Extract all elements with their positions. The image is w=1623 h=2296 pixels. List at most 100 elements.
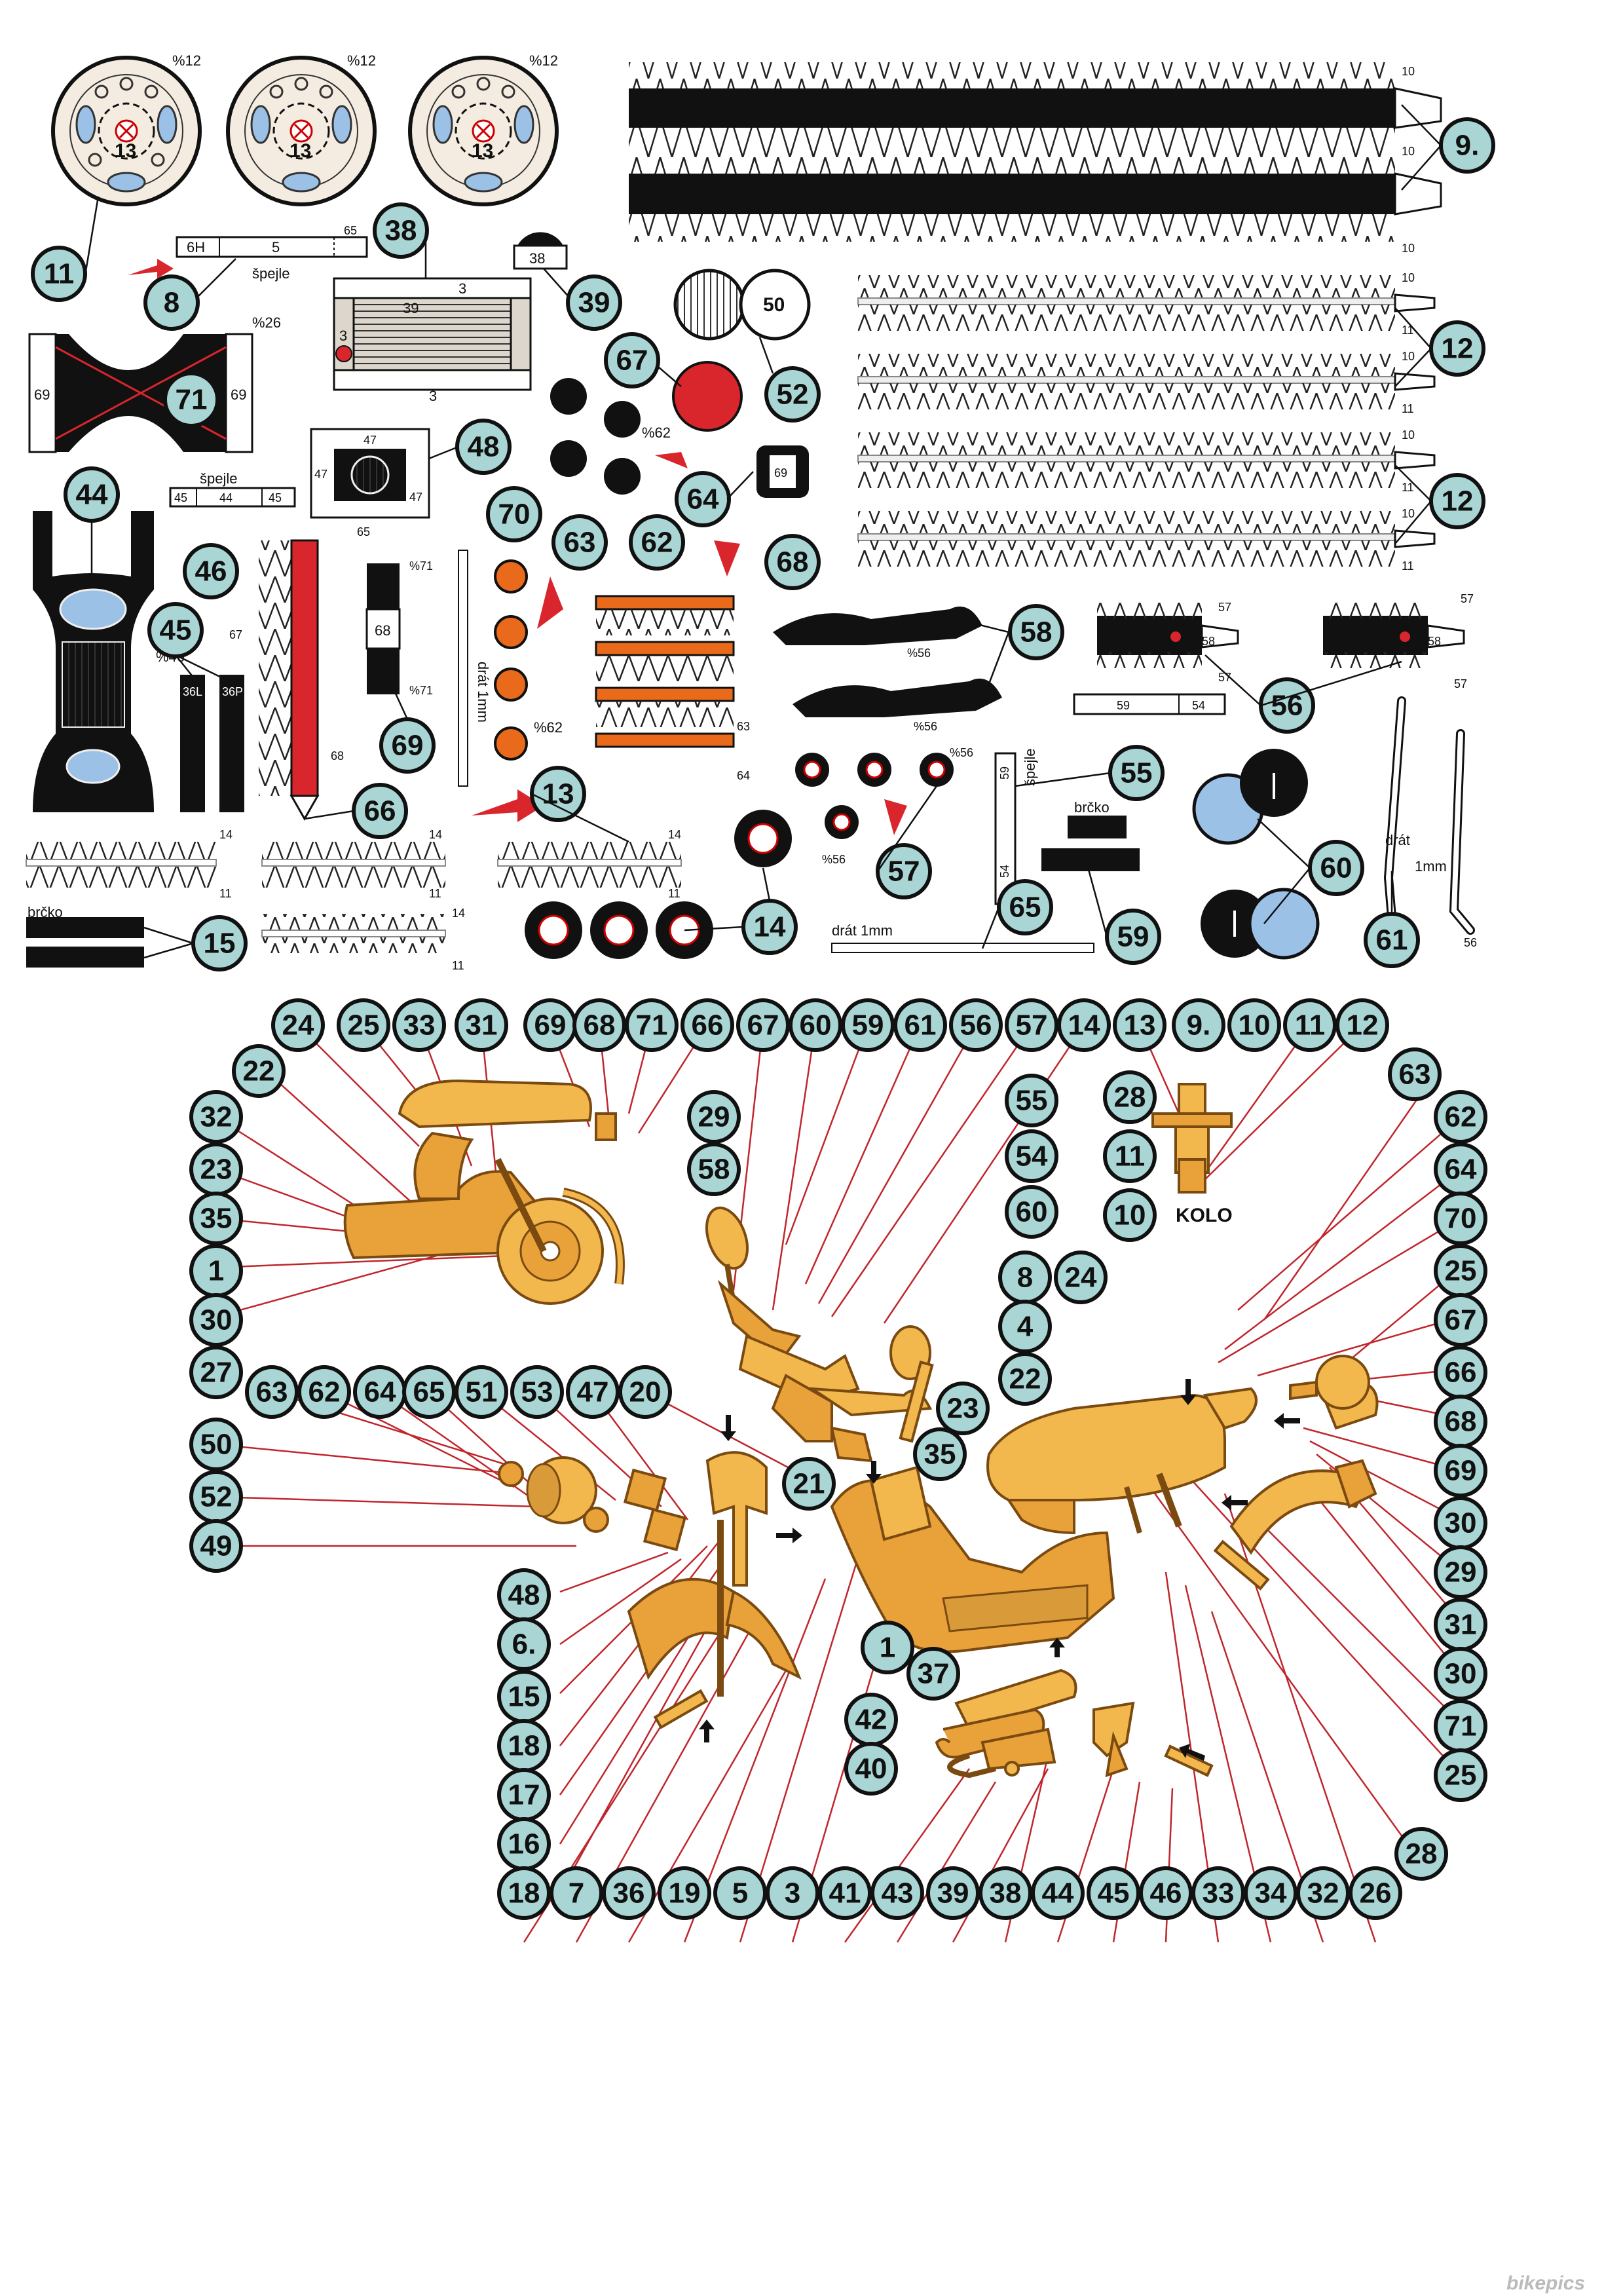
badge-48: 48	[468, 431, 500, 463]
frame-badge: 14	[1068, 1009, 1100, 1042]
frame-badge: 57	[1016, 1009, 1048, 1042]
strip-num: 10	[1402, 65, 1415, 78]
part-46-strip: 45 44 45 špejle	[169, 470, 296, 508]
r59-f2: 54	[1192, 699, 1205, 712]
lbl11: 11	[452, 959, 464, 972]
box38-top: 3	[458, 280, 466, 297]
wheel-center-label: 13	[289, 140, 311, 162]
scooter-rear-assembly	[343, 1079, 625, 1305]
frame-badge: 66	[692, 1009, 724, 1042]
frame-badge: 52	[200, 1481, 233, 1513]
r46-f2: 44	[219, 491, 233, 504]
inner-badge: 35	[924, 1439, 956, 1471]
kolo-wheel-diagram: KOLO	[1151, 1083, 1233, 1226]
pct56d: %56	[822, 853, 846, 866]
badge-45: 45	[160, 614, 192, 647]
frame-left-inner: 48 6. 15 18 17 16	[497, 1568, 551, 1871]
badge-57: 57	[888, 856, 920, 888]
r8-field1: 6H	[187, 239, 205, 255]
frame-badge: 49	[200, 1530, 233, 1562]
frame-badge: 15	[508, 1681, 540, 1713]
lbl36L: 36L	[183, 685, 202, 698]
part-70-wire: drát 1mm	[458, 550, 491, 787]
part-67-red-lamp	[672, 361, 743, 432]
badge-14: 14	[754, 911, 786, 943]
lbl14: 14	[668, 828, 681, 841]
frame-badge: 69	[1445, 1455, 1477, 1487]
frame-badge: 68	[584, 1009, 616, 1042]
lbl57: 57	[1218, 601, 1231, 614]
frame-badge: 53	[521, 1376, 553, 1408]
wheel-hint: %12	[347, 52, 376, 69]
frame-badge: 44	[1042, 1877, 1074, 1910]
frame-badge: 66	[1445, 1357, 1477, 1389]
frame-badge: 46	[1150, 1877, 1182, 1910]
badge-62: 62	[641, 527, 673, 559]
inner-badge: 40	[855, 1753, 887, 1785]
inner-badge: 54	[1016, 1140, 1048, 1173]
frame-badge: 5	[732, 1877, 748, 1910]
box69: 69	[774, 466, 787, 480]
frame-badge: 64	[364, 1376, 396, 1408]
frame-badge: 35	[200, 1203, 233, 1235]
frame-badge: 47	[577, 1376, 609, 1408]
frame-badge: 43	[882, 1877, 914, 1910]
lbl57: 57	[1454, 677, 1467, 690]
straw-label: brčko	[1074, 799, 1110, 816]
frame-badge: 32	[1307, 1877, 1339, 1910]
assembly-arrows	[699, 1379, 1300, 1761]
part-45-bars: 36L 36P	[180, 675, 244, 812]
lbl11: 11	[668, 887, 681, 900]
frame-badge: 38	[990, 1877, 1022, 1910]
stick-label: špejle	[200, 470, 237, 487]
part-66-strip: 67 68	[229, 539, 344, 821]
r8-field3: 65	[344, 224, 357, 237]
badge-44: 44	[76, 479, 108, 511]
frame-badge: 16	[508, 1828, 540, 1860]
frame-badge: 30	[1445, 1507, 1477, 1539]
frame-badge: 33	[403, 1009, 436, 1042]
scooter-handlebar-assembly	[705, 1206, 934, 1463]
frame-badge: 63	[1399, 1059, 1431, 1091]
frame71-right: 69	[231, 386, 246, 403]
part-69-block: 68 %71 %71	[365, 559, 433, 697]
part-68-square: 69	[756, 445, 809, 498]
box48-bottom: 65	[357, 525, 370, 538]
frame-badge: 31	[466, 1009, 498, 1042]
badge-15: 15	[204, 928, 236, 960]
wheel-center-label: 13	[472, 140, 493, 162]
box38-bottom: 3	[429, 388, 437, 404]
frame-left-upper: 22 32 23 35 1 30 27	[189, 1044, 286, 1399]
inner-badge: 24	[1065, 1262, 1097, 1294]
lbl56: 56	[1464, 936, 1477, 949]
frame-badge: 27	[200, 1357, 233, 1389]
part-61-wires: drát 1mm 56	[1383, 696, 1477, 949]
part-65-wire: drát 1mm	[831, 922, 1094, 953]
frame-badge: 11	[1295, 1009, 1326, 1042]
frame-badge: 29	[1445, 1556, 1477, 1589]
lbl11: 11	[219, 887, 232, 900]
badge-71: 71	[176, 384, 208, 416]
frame-badge: 10	[1239, 1009, 1271, 1042]
strip-num: 11	[1402, 324, 1414, 337]
frame-badge: 26	[1360, 1877, 1392, 1910]
part-39-dome: 38	[513, 232, 568, 270]
part-64-black-dots: %62	[550, 378, 688, 495]
inner-badge: 55	[1016, 1085, 1048, 1117]
badge-9: 9.	[1455, 130, 1480, 162]
lbl11: 11	[429, 887, 441, 900]
part-38-radiator: 3 39 3 3	[333, 277, 532, 404]
pct62b: %62	[534, 719, 563, 736]
stick-label: špejle	[1022, 749, 1038, 786]
frame-badge: 70	[1445, 1203, 1477, 1235]
badge-8: 8	[164, 287, 179, 319]
frame-badge: 9.	[1187, 1009, 1211, 1042]
pct56b: %56	[914, 720, 937, 733]
wheel-hint: %12	[172, 52, 201, 69]
strip-num: 10	[1402, 271, 1415, 284]
inner-badge: 60	[1016, 1196, 1048, 1228]
badge-66: 66	[364, 795, 396, 827]
part-62-strips: 63 64	[595, 540, 750, 782]
badge-46: 46	[195, 555, 227, 588]
inner-badge: 29	[698, 1101, 730, 1133]
